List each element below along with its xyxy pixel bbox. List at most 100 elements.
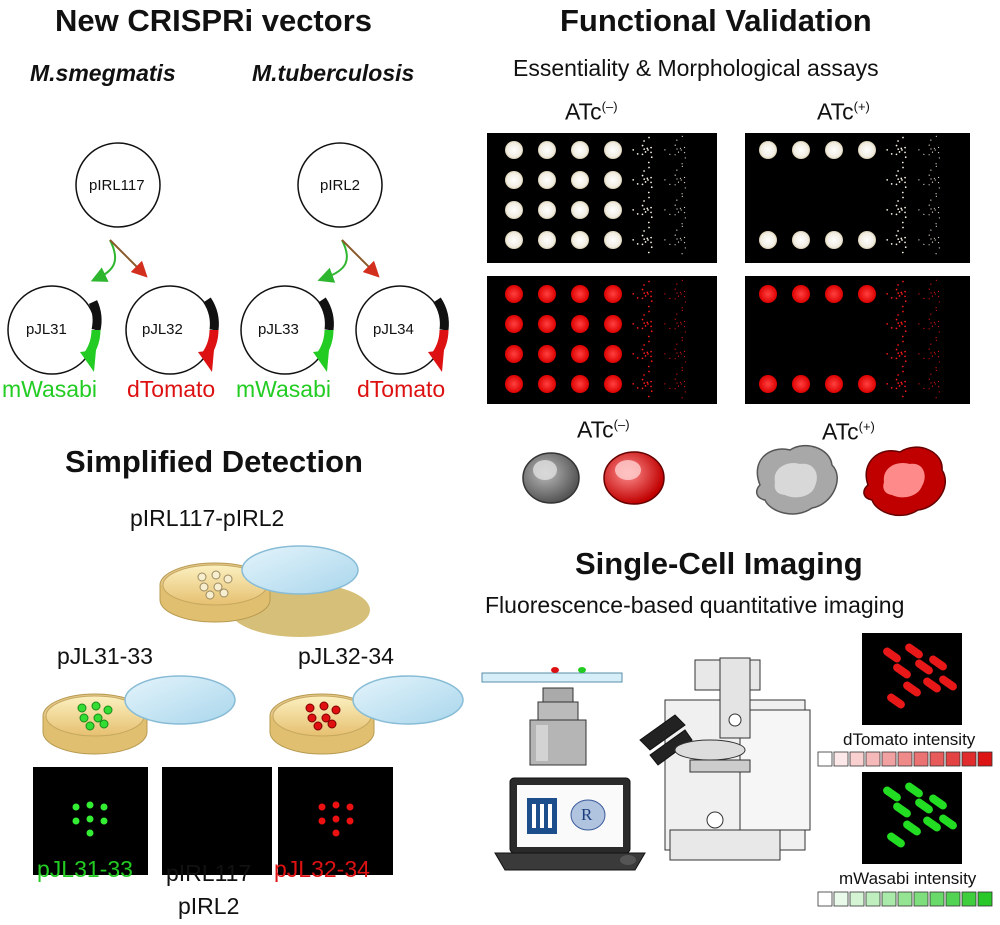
spot-dot bbox=[904, 211, 906, 214]
spot-dot bbox=[632, 292, 635, 295]
colony-dot bbox=[103, 705, 113, 715]
spot bbox=[505, 171, 523, 189]
colony-dot bbox=[79, 713, 89, 723]
spot bbox=[759, 231, 777, 249]
cell bbox=[939, 675, 957, 691]
spot-dot bbox=[937, 380, 940, 383]
spot-dot bbox=[681, 225, 683, 227]
spot-dot bbox=[933, 321, 935, 323]
spot-dot bbox=[923, 213, 925, 215]
spot-dot bbox=[930, 229, 932, 231]
spot-dot bbox=[935, 337, 937, 339]
spot bbox=[604, 171, 622, 189]
spot-dot bbox=[632, 238, 635, 241]
spot-dot bbox=[683, 176, 686, 179]
spot-dot bbox=[643, 238, 646, 241]
spot-dot bbox=[676, 283, 678, 285]
spot-dot bbox=[650, 360, 653, 363]
spot-dot bbox=[676, 208, 678, 210]
spot-dot bbox=[674, 214, 676, 216]
spot-dot bbox=[677, 211, 680, 213]
spot-dot bbox=[901, 161, 904, 164]
spot-dot bbox=[679, 291, 681, 293]
spot-dot bbox=[636, 327, 639, 329]
spot-dot bbox=[902, 226, 904, 229]
spot bbox=[759, 141, 777, 159]
spot-dot bbox=[935, 223, 937, 225]
spot-dot bbox=[901, 395, 904, 398]
validation-title: Functional Validation bbox=[560, 3, 872, 38]
spot-dot bbox=[677, 385, 680, 387]
spot-dot bbox=[930, 283, 932, 285]
spot-dot bbox=[935, 165, 937, 167]
spot-dot bbox=[679, 351, 681, 353]
spot-dot bbox=[636, 153, 639, 155]
spot-dot bbox=[937, 242, 940, 244]
spot-dot bbox=[683, 206, 686, 209]
laptop-icon bbox=[494, 777, 646, 871]
spot-dot bbox=[650, 350, 652, 353]
fluor-spot bbox=[86, 815, 94, 823]
spot-dot bbox=[674, 184, 676, 186]
spot bbox=[538, 171, 556, 189]
spot-dot bbox=[935, 225, 937, 227]
plasmid-map-left bbox=[7, 142, 219, 375]
validation-subtitle: Essentiality & Morphological assays bbox=[513, 55, 879, 81]
cell bbox=[887, 832, 905, 848]
cells-image-green bbox=[862, 772, 962, 864]
spot-dot bbox=[895, 213, 898, 216]
scale-cell bbox=[945, 891, 961, 907]
spot-dot bbox=[895, 174, 898, 177]
spot-dot bbox=[897, 238, 900, 241]
colony-dot bbox=[313, 721, 323, 731]
spot-dot bbox=[650, 330, 653, 333]
spot bbox=[604, 201, 622, 219]
spot-dot bbox=[902, 280, 904, 283]
scale-cell bbox=[881, 891, 897, 907]
spot-dot bbox=[930, 292, 932, 294]
spot-dot bbox=[648, 280, 650, 283]
spot bbox=[759, 375, 777, 393]
spot-dot bbox=[674, 234, 676, 236]
spot-dot bbox=[934, 293, 936, 295]
spot-dot bbox=[937, 290, 940, 293]
reporter-label-dtomato-1: dTomato bbox=[127, 376, 216, 402]
spot-dot bbox=[674, 244, 676, 246]
spot-dot bbox=[934, 323, 936, 325]
spot bbox=[604, 141, 622, 159]
spot-dot bbox=[886, 382, 889, 385]
spot-dot bbox=[904, 151, 906, 154]
spot-dot bbox=[647, 239, 649, 241]
spot bbox=[571, 345, 589, 363]
spot-dot bbox=[902, 310, 904, 313]
spot-dot bbox=[923, 387, 925, 389]
spot-dot bbox=[680, 239, 682, 241]
petri-dish-white bbox=[159, 545, 370, 637]
spot-dot bbox=[641, 297, 644, 300]
spot-dot bbox=[934, 239, 936, 241]
spot-dot bbox=[680, 323, 682, 325]
spot-dot bbox=[650, 156, 653, 159]
spot-dot bbox=[938, 157, 940, 159]
spot-dot bbox=[937, 296, 940, 298]
spot-dot bbox=[897, 314, 899, 316]
spot-dot bbox=[680, 293, 682, 295]
spot-dot bbox=[644, 325, 647, 327]
spot-dot bbox=[937, 152, 940, 154]
spot-dot bbox=[647, 191, 650, 194]
spot-dot bbox=[897, 200, 899, 202]
colony-dot bbox=[307, 713, 317, 723]
spot-dot bbox=[900, 291, 903, 294]
spot-dot bbox=[934, 149, 936, 151]
spot-dot bbox=[900, 207, 903, 210]
spot-dot bbox=[676, 139, 678, 141]
spot-dot bbox=[901, 293, 903, 295]
fluor-spot bbox=[318, 817, 326, 825]
colony-dot bbox=[321, 713, 331, 723]
spot-dot bbox=[897, 352, 900, 355]
spot-dot bbox=[937, 146, 940, 149]
spot-dot bbox=[904, 156, 907, 159]
spot-dot bbox=[681, 135, 683, 137]
spot bbox=[825, 285, 843, 303]
spot-dot bbox=[650, 295, 652, 298]
